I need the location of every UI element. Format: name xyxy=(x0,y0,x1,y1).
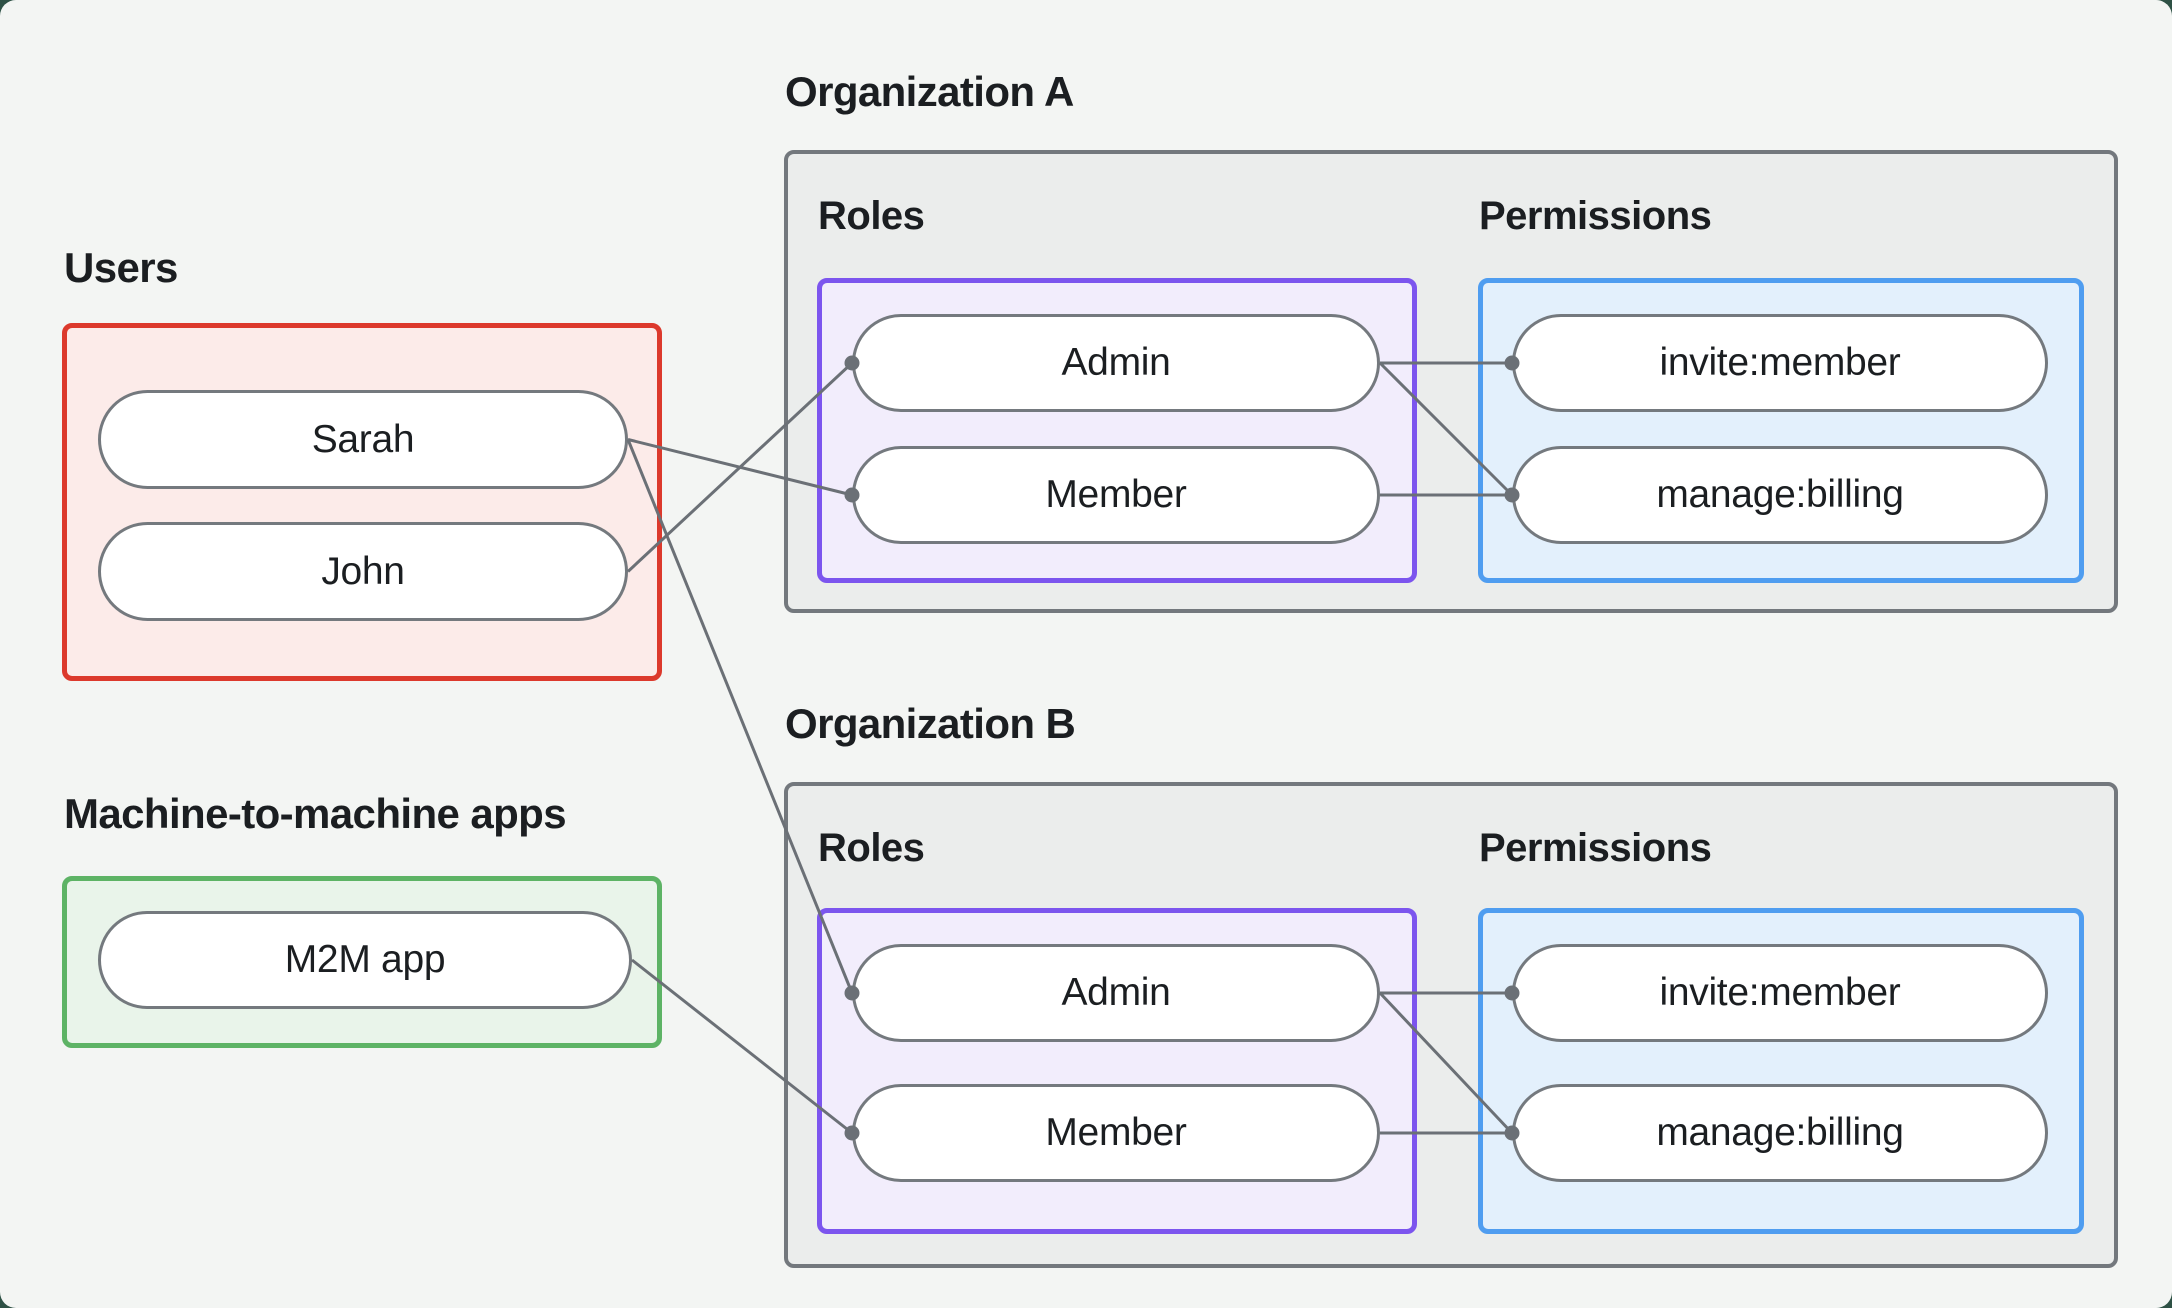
org-b-permissions-box: invite:member manage:billing xyxy=(1478,908,2084,1234)
users-group-label: Users xyxy=(64,244,178,291)
org-a-roles-box: Admin Member xyxy=(817,278,1417,583)
org-b-role-member: Member xyxy=(852,1084,1380,1182)
org-b-permission-manage-billing: manage:billing xyxy=(1512,1084,2048,1182)
org-b-box: Roles Permissions Admin Member invite:me… xyxy=(784,782,2118,1268)
org-a-permissions-label: Permissions xyxy=(1479,194,1712,238)
org-a-title: Organization A xyxy=(785,68,1074,115)
org-a-role-admin: Admin xyxy=(852,314,1380,412)
org-b-roles-label: Roles xyxy=(818,826,925,870)
org-a-permission-invite-member: invite:member xyxy=(1512,314,2048,412)
org-b-permission-invite-member: invite:member xyxy=(1512,944,2048,1042)
m2m-group-label: Machine-to-machine apps xyxy=(64,790,567,837)
m2m-app-node: M2M app xyxy=(98,911,632,1009)
org-a-permission-manage-billing: manage:billing xyxy=(1512,446,2048,544)
m2m-group-box: M2M app xyxy=(62,876,662,1048)
users-group-box: Sarah John xyxy=(62,323,662,681)
org-a-roles-label: Roles xyxy=(818,194,925,238)
user-node-john: John xyxy=(98,522,628,621)
org-a-role-member: Member xyxy=(852,446,1380,544)
org-a-permissions-box: invite:member manage:billing xyxy=(1478,278,2084,583)
user-node-sarah: Sarah xyxy=(98,390,628,489)
org-b-roles-box: Admin Member xyxy=(817,908,1417,1234)
org-b-role-admin: Admin xyxy=(852,944,1380,1042)
org-b-title: Organization B xyxy=(785,700,1076,747)
org-b-permissions-label: Permissions xyxy=(1479,826,1712,870)
org-a-box: Roles Permissions Admin Member invite:me… xyxy=(784,150,2118,613)
